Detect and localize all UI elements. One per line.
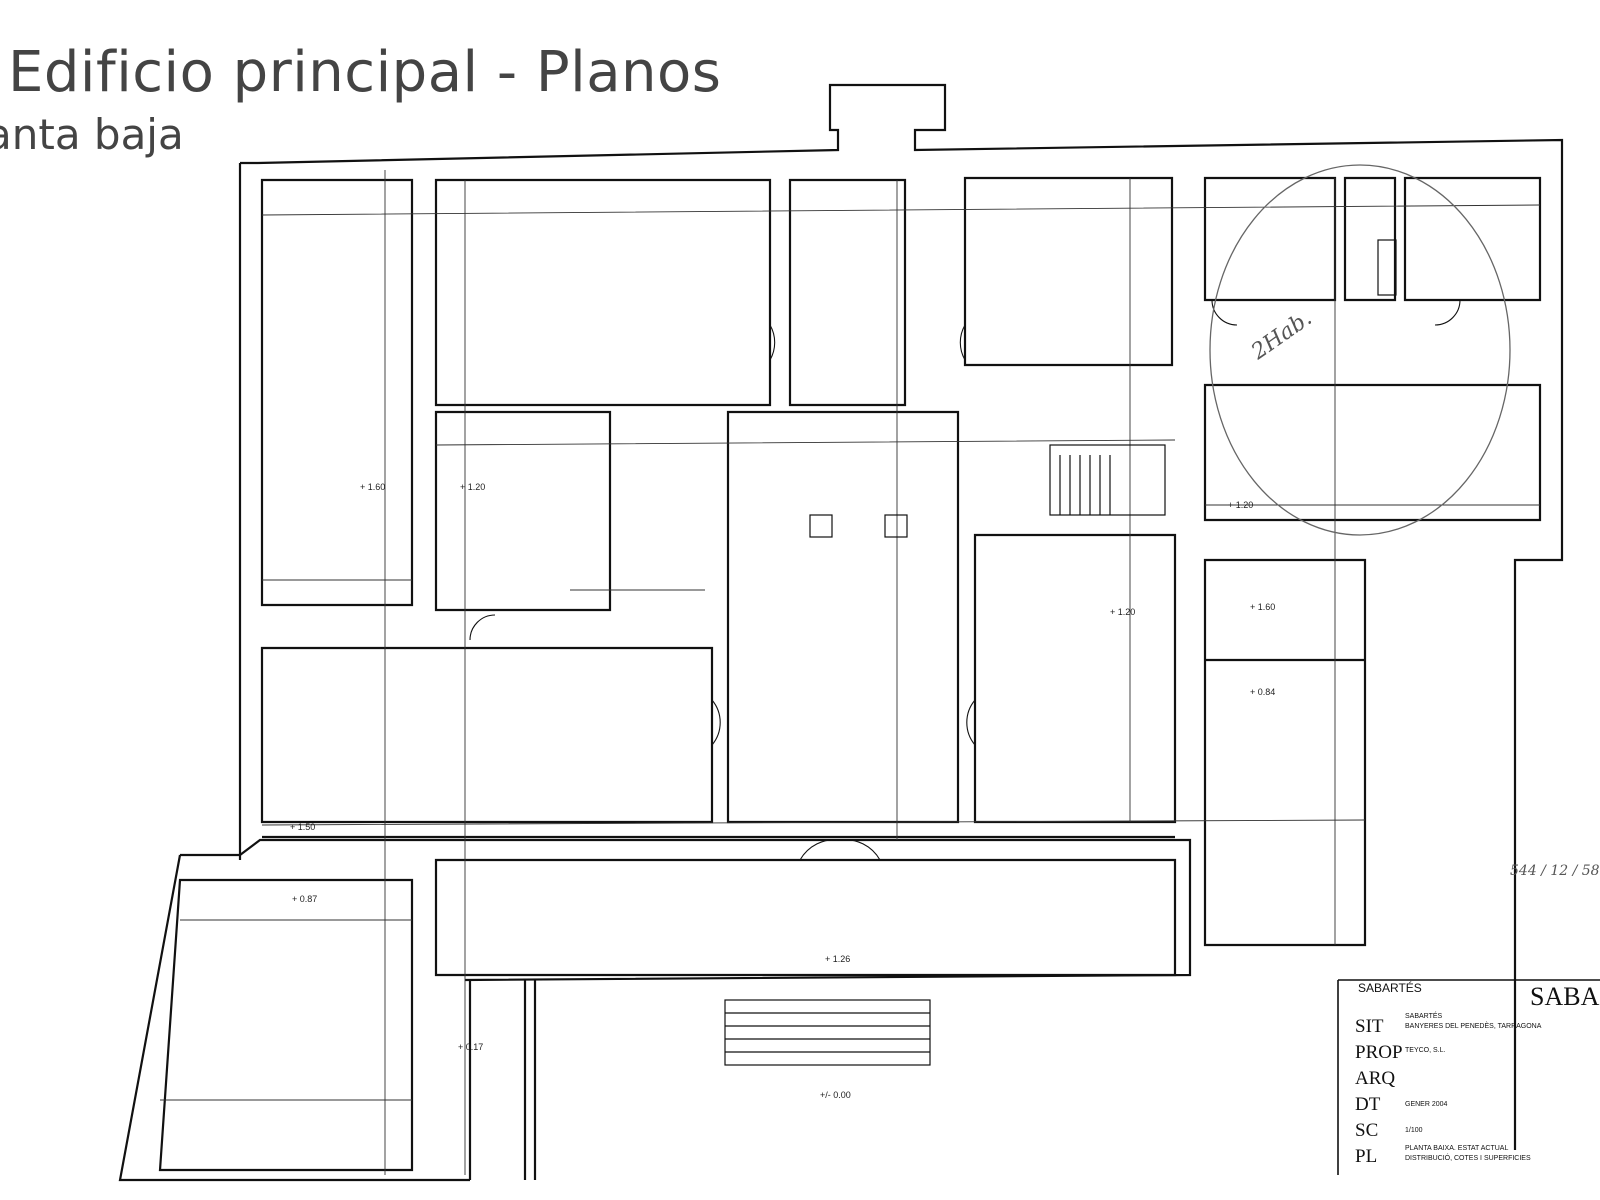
interior-wall	[973, 533, 1177, 824]
title-block-value: BANYERES DEL PENEDÈS, TARRAGONA	[1405, 1021, 1542, 1030]
interior-wall	[260, 178, 414, 607]
title-block: SABARTÉS SABAR SIT SABARTÉS BANYERES DEL…	[1337, 979, 1600, 1175]
title-block-key: PROP	[1355, 1042, 1403, 1063]
handwritten-note: 2Hab.	[1246, 306, 1316, 366]
interior-wall	[1203, 383, 1542, 522]
column	[809, 514, 833, 538]
level-label: +/- 0.00	[820, 1090, 851, 1100]
bathtub	[1377, 239, 1397, 296]
title-block-value: SABARTÉS	[1405, 1011, 1443, 1020]
column	[884, 514, 908, 538]
level-label: + 0.17	[458, 1042, 483, 1052]
level-label: + 1.50	[290, 822, 315, 832]
door-swing	[1434, 299, 1461, 326]
door-swing	[711, 699, 721, 746]
title-block-value: DISTRIBUCIÓ, COTES I SUPERFICIES	[1405, 1153, 1531, 1162]
title-block-key: DT	[1355, 1094, 1381, 1115]
title-block-value: PLANTA BAIXA. ESTAT ACTUAL	[1405, 1145, 1508, 1152]
title-block-key: ARQ	[1355, 1068, 1395, 1089]
title-block-logo: SABAR	[1530, 982, 1600, 1011]
interior-wall	[1203, 176, 1337, 302]
interior-wall	[434, 410, 612, 612]
title-block-value: 1/100	[1405, 1127, 1423, 1134]
door-swing	[839, 839, 881, 861]
level-label: + 1.60	[1250, 602, 1275, 612]
door-swing	[469, 614, 496, 641]
dimension-line	[262, 504, 1540, 591]
page-subtitle: anta baja	[0, 110, 184, 159]
interior-wall	[434, 178, 772, 407]
door-swing	[959, 324, 966, 361]
title-block-project: SABARTÉS	[1358, 980, 1422, 995]
handwritten-margin-note: 544 / 12 / 585	[1510, 863, 1600, 879]
dimension-line	[384, 170, 1336, 1175]
title-block-key: PL	[1355, 1146, 1377, 1167]
door-swing	[1211, 299, 1238, 326]
title-block-key: SIT	[1355, 1016, 1384, 1037]
interior-wall	[1343, 176, 1397, 302]
interior-stair	[1049, 444, 1166, 516]
door-swing	[799, 839, 841, 861]
level-label: + 0.84	[1250, 687, 1275, 697]
handwritten-circle	[1209, 164, 1511, 536]
dimension-line	[160, 204, 1541, 1101]
exterior-wall	[118, 854, 470, 1182]
interior-wall	[788, 178, 907, 407]
interior-wall	[158, 878, 414, 1172]
level-label: + 1.26	[825, 954, 850, 964]
title-block-value: TEYCO, S.L.	[1405, 1047, 1446, 1054]
exterior-wall	[257, 83, 1564, 1150]
level-label: + 0.87	[292, 894, 317, 904]
page-title: Edificio principal - Planos	[8, 40, 722, 105]
entry-stair	[724, 999, 931, 1066]
level-label: + 1.60	[360, 482, 385, 492]
entry-stair-treads	[725, 1012, 930, 1053]
level-label: + 1.20	[1110, 607, 1135, 617]
interior-wall	[1403, 176, 1542, 302]
door-swing	[966, 699, 976, 746]
exterior-wall	[238, 161, 258, 860]
interior-wall	[726, 410, 960, 824]
level-label: + 1.20	[460, 482, 485, 492]
title-block-value: GENER 2004	[1405, 1101, 1448, 1108]
title-block-key: SC	[1355, 1120, 1378, 1141]
interior-wall	[963, 176, 1174, 367]
interior-stair-treads	[1059, 455, 1111, 515]
interior-wall	[1203, 558, 1367, 947]
interior-wall	[434, 858, 1177, 977]
exterior-wall	[468, 980, 537, 1180]
level-label: + 1.20	[1228, 500, 1253, 510]
interior-wall	[260, 646, 714, 824]
door-swing	[769, 324, 776, 361]
